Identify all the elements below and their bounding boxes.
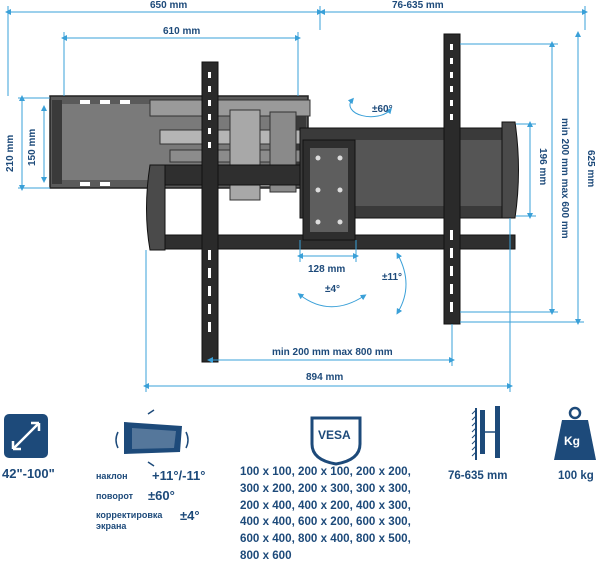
- screen-size-value: 42"-100": [2, 466, 55, 481]
- dim-min-max-800: min 200 mm max 800 mm: [272, 347, 393, 358]
- rotate-60: ±60°: [372, 104, 393, 115]
- dim-196: 196 mm: [537, 148, 548, 185]
- dim-150: 150 mm: [27, 129, 38, 166]
- vesa-size-line: 400 x 400, 600 x 200, 600 x 300,: [240, 515, 411, 529]
- vesa-size-line: 600 x 400, 800 x 400, 800 x 500,: [240, 532, 411, 546]
- dim-610: 610 mm: [163, 26, 200, 37]
- rotate-value: ±60°: [148, 488, 175, 503]
- vesa-size-line: 300 x 200, 200 x 300, 300 x 300,: [240, 481, 411, 495]
- center-plate: [302, 139, 356, 241]
- correction-value: ±4°: [180, 508, 200, 523]
- tilt-tv-icon: [115, 409, 189, 467]
- screen-size-icon: [4, 414, 48, 458]
- dimension-lines: [5, 6, 588, 392]
- dim-128: 128 mm: [308, 264, 345, 275]
- dim-210: 210 mm: [5, 135, 16, 172]
- dim-894: 894 mm: [306, 372, 343, 383]
- tilt-11: ±11°: [382, 272, 402, 283]
- swivel-4: ±4°: [325, 284, 340, 295]
- right-vertical-bracket: [443, 33, 461, 325]
- tilt-label: наклон: [96, 471, 128, 481]
- vesa-badge-label: VESA: [318, 428, 351, 442]
- dim-min-max-600: min 200 mm max 600 mm: [559, 118, 570, 239]
- dim-top-right: 76-635 mm: [392, 0, 444, 11]
- dim-650: 650 mm: [150, 0, 187, 11]
- wall-profile-icon: [471, 406, 500, 460]
- weight-icon-label: Kg: [564, 434, 580, 448]
- vesa-sizes-list: 100 x 100, 200 x 100, 200 x 200, 300 x 2…: [240, 464, 450, 565]
- dim-625: 625 mm: [585, 150, 596, 187]
- max-weight-value: 100 kg: [558, 470, 594, 482]
- vesa-size-line: 800 x 600: [240, 548, 292, 562]
- correction-label-2: экрана: [96, 521, 127, 531]
- vesa-size-line: 200 x 400, 400 x 200, 400 x 300,: [240, 498, 411, 512]
- weight-icon: [554, 406, 596, 460]
- rotate-label: поворот: [96, 491, 134, 501]
- tilt-value: +11°/-11°: [152, 468, 206, 483]
- left-end-cap: [146, 164, 166, 251]
- correction-label-1: корректировка: [96, 510, 163, 520]
- vesa-size-line: 100 x 100, 200 x 100, 200 x 200,: [240, 465, 411, 478]
- wall-distance-value: 76-635 mm: [448, 470, 508, 482]
- vesa-shield-icon: [310, 416, 362, 466]
- left-vertical-bracket: [201, 61, 219, 363]
- right-end-cap: [501, 121, 519, 219]
